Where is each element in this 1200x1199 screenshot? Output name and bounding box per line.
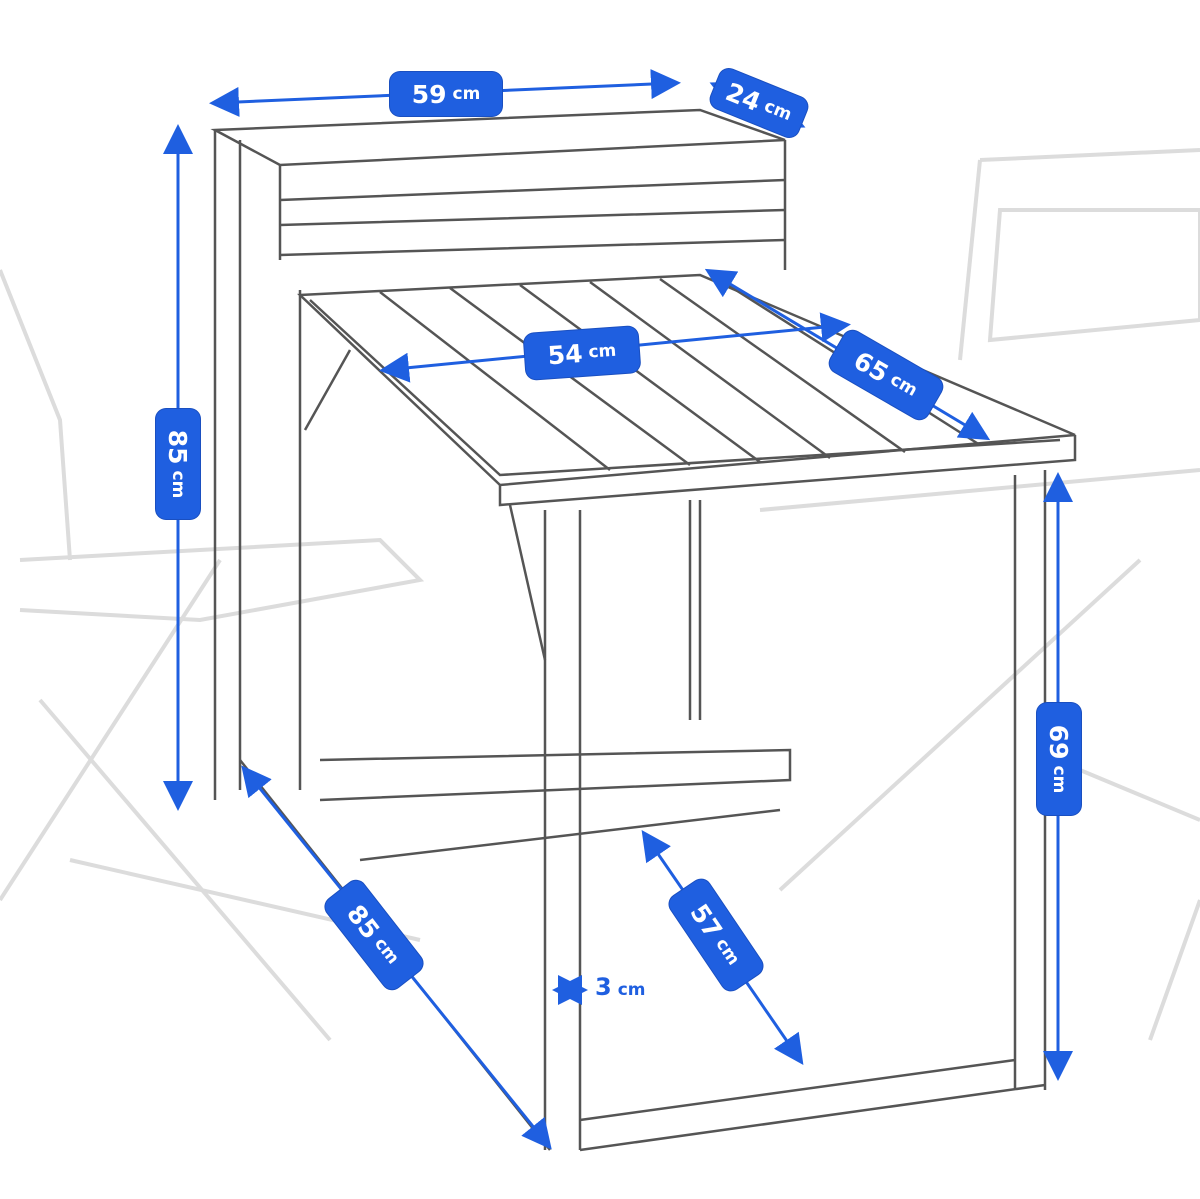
background-chair-right <box>759 148 1200 1041</box>
